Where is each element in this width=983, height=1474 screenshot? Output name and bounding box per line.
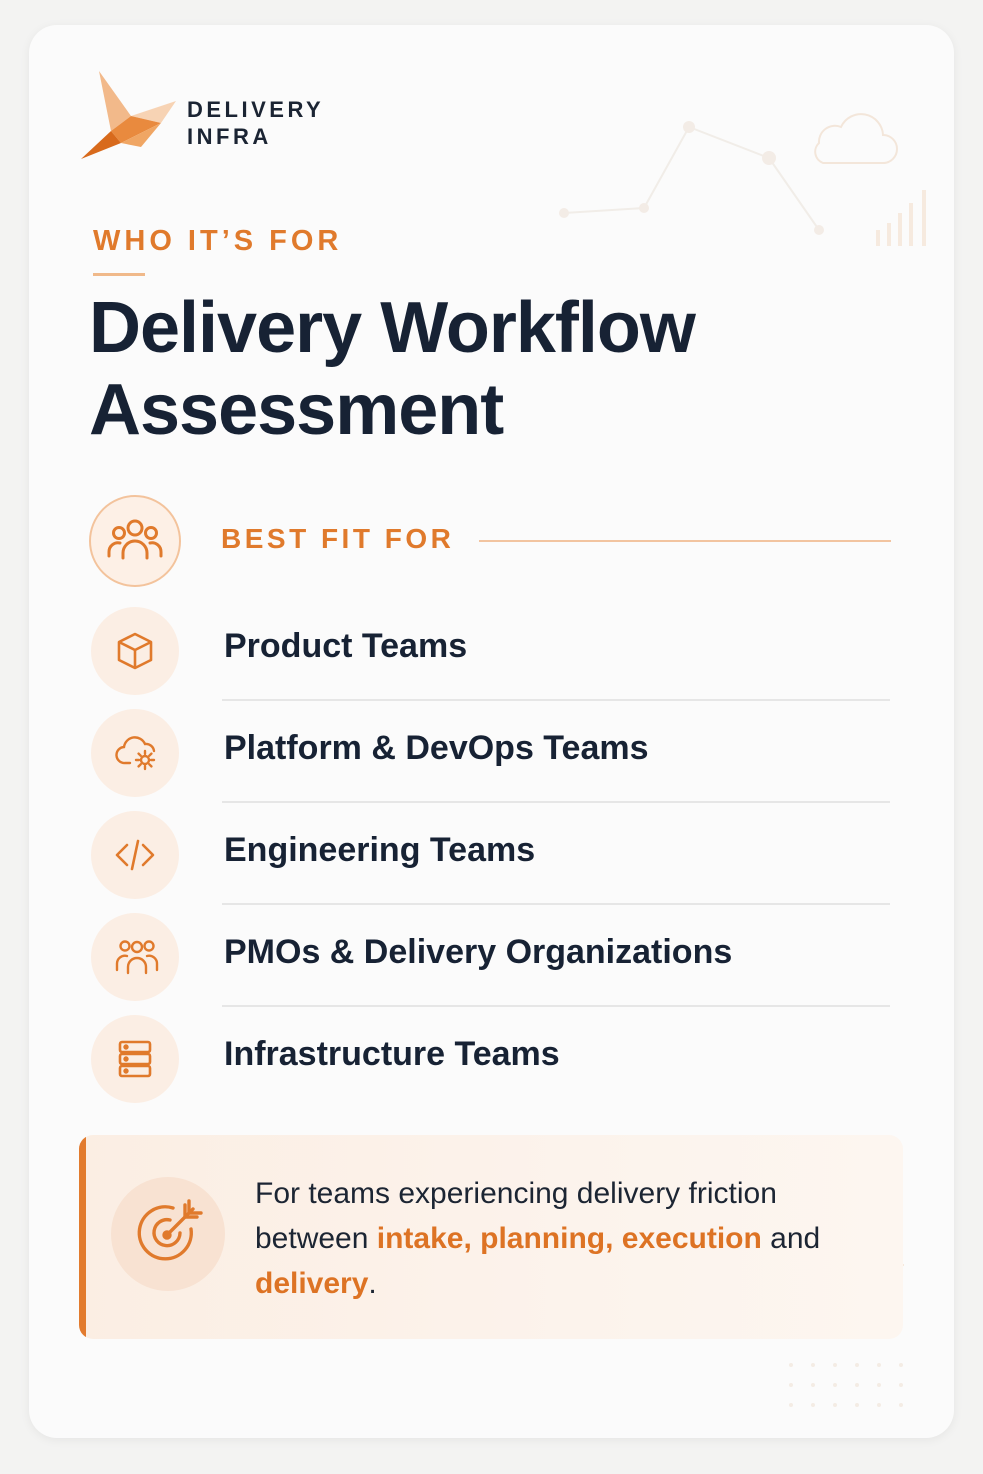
eyebrow-underline <box>93 273 145 276</box>
callout-text-part: For teams experiencing delivery friction… <box>255 1177 777 1255</box>
list-item-platform-devops: Platform & DevOps Teams <box>89 705 894 807</box>
cube-icon <box>91 607 179 695</box>
list-item-infrastructure: Infrastructure Teams <box>89 1011 894 1113</box>
title-line-2: Assessment <box>89 370 504 450</box>
brand-wordmark: DELIVERY INFRA <box>187 96 324 150</box>
bird-logo-icon <box>81 71 176 159</box>
title-line-1: Delivery Workflow <box>89 288 696 368</box>
callout-accent-bar <box>79 1135 86 1339</box>
page-title: Delivery Workflow Assessment <box>89 287 909 451</box>
divider <box>222 903 890 905</box>
callout-box: For teams experiencing delivery friction… <box>79 1135 903 1339</box>
assessment-card: DELIVERY INFRA WHO IT’S FOR Delivery Wor… <box>29 25 954 1438</box>
divider <box>222 801 890 803</box>
list-item-engineering: Engineering Teams <box>89 807 894 909</box>
callout-text-part: and <box>761 1222 821 1255</box>
best-fit-label: BEST FIT FOR <box>221 523 455 554</box>
brand-line-2: INFRA <box>187 124 272 149</box>
section-eyebrow: WHO IT’S FOR <box>93 225 343 257</box>
callout-text: For teams experiencing delivery friction… <box>255 1171 875 1306</box>
divider <box>222 1005 890 1007</box>
brand-line-1: DELIVERY <box>187 97 325 122</box>
list-item-label: Engineering Teams <box>224 831 536 869</box>
cloud-gear-icon <box>91 709 179 797</box>
target-arrow-icon <box>111 1177 225 1291</box>
best-fit-badge <box>89 495 181 587</box>
list-item-label: PMOs & Delivery Organizations <box>224 933 733 971</box>
server-icon <box>91 1015 179 1103</box>
callout-highlight: delivery <box>255 1267 369 1300</box>
team-icon <box>91 913 179 1001</box>
list-item-product-teams: Product Teams <box>89 603 894 705</box>
divider <box>222 699 890 701</box>
code-icon <box>91 811 179 899</box>
list-item-label: Platform & DevOps Teams <box>224 729 649 767</box>
best-fit-rule <box>479 540 891 542</box>
list-item-pmos: PMOs & Delivery Organizations <box>89 909 894 1011</box>
people-group-icon <box>107 519 163 560</box>
list-item-label: Product Teams <box>224 627 468 665</box>
callout-highlight: intake, planning, execution <box>376 1222 762 1255</box>
callout-text-part: . <box>368 1267 377 1300</box>
brand-logo[interactable]: DELIVERY INFRA <box>81 71 381 161</box>
list-item-label: Infrastructure Teams <box>224 1035 560 1073</box>
